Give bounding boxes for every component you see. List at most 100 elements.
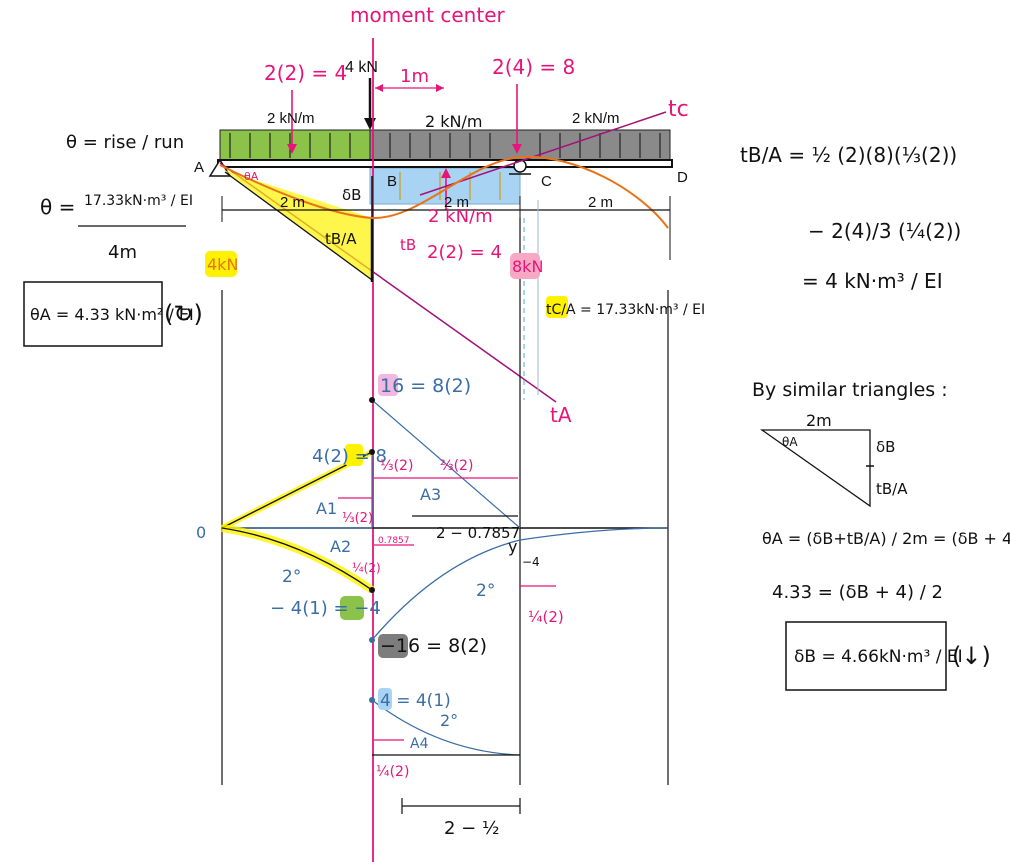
value-16-label: 16 = 8(2) <box>380 375 471 397</box>
tba-equation-line2: − 2(4)/3 (¼(2)) <box>808 219 961 243</box>
highlight-reaction-c <box>510 253 540 279</box>
span-bc-label: 2 m <box>444 194 469 211</box>
pink-point-left-label: 2(2) = 4 <box>264 61 347 85</box>
load-mid-label: 2 kN/m <box>425 112 482 131</box>
quarter-bottom-label: ¼(2) <box>376 764 409 780</box>
span-cd-label: 2 m <box>588 194 613 211</box>
reaction-a-label: 4kN <box>207 255 238 274</box>
highlight-minus4 <box>340 596 364 620</box>
highlight-4 <box>378 688 392 710</box>
ta-label: tA <box>550 403 572 427</box>
highlight-8 <box>345 444 363 466</box>
y-label: y <box>508 537 517 556</box>
zero-label: 0 <box>196 523 206 542</box>
label-a: A <box>194 159 204 176</box>
load-right-label: 2 kN/m <box>572 110 620 127</box>
point-minus16 <box>369 637 375 643</box>
curve-minus16 <box>371 527 669 641</box>
delta-b-direction: (↓) <box>952 642 991 670</box>
point-16 <box>369 397 375 403</box>
theta-a-result: θA = 4.33 kN·m² / EI <box>30 305 194 324</box>
quarter-small-label: ¼(2) <box>352 561 381 575</box>
value-8-label: 4(2) = 8 <box>312 446 387 467</box>
third-label: ⅓(2) <box>380 458 413 474</box>
two-minus-half-label: 2 − ½ <box>444 818 499 839</box>
rotation-direction: (↻) <box>164 300 203 328</box>
tca-label: tC/A = 17.33kN·m³ / EI <box>546 302 705 318</box>
tba-equation-line1: tB/A = ½ (2)(8)(⅓(2)) <box>740 143 957 167</box>
similar-equation-2: 4.33 = (δB + 4) / 2 <box>772 582 943 603</box>
similar-equation-1: θA = (δB+tB/A) / 2m = (δB + 4) / 2 <box>762 529 1010 548</box>
triangle-delta-b-label: δB <box>876 438 895 456</box>
second-degree-left: 2° <box>282 567 301 587</box>
label-d: D <box>677 169 688 186</box>
point-minus4 <box>369 587 375 593</box>
theta-prefix: θ = <box>40 195 75 219</box>
pink-point-right-label: 2(4) = 8 <box>492 55 575 79</box>
triangle-top-label: 2m <box>806 411 832 430</box>
theta-a-result-box <box>23 281 163 347</box>
second-degree-bottom: 2° <box>440 711 458 730</box>
moment-center-label: moment center <box>350 3 506 27</box>
A2-label: A2 <box>330 537 351 556</box>
upward-resultant-label: 2(2) = 4 <box>427 242 502 263</box>
upward-resultant-arrowhead <box>441 168 451 178</box>
label-c: C <box>541 173 552 190</box>
highlight-minus16 <box>378 634 408 658</box>
minus4-label: − 4(1) = −4 <box>270 598 381 619</box>
delta-b-result: δB = 4.66kN·m³ / EI <box>794 647 963 667</box>
tc-label: tc <box>668 97 689 122</box>
elastic-curve <box>219 155 669 229</box>
quarter-right-label: ¼(2) <box>528 608 564 626</box>
A2-curve <box>221 527 373 591</box>
A4-label: A4 <box>410 736 429 752</box>
highlight-16 <box>378 374 398 396</box>
dist-1m-label: 1m <box>400 66 429 87</box>
A3-hypotenuse <box>371 399 521 529</box>
two-thirds-label: ⅔(2) <box>440 458 473 474</box>
resultant-arrowhead-right <box>512 144 522 154</box>
point-load-arrowhead <box>364 118 376 130</box>
A1-label: A1 <box>316 499 337 518</box>
resultant-arrowhead-left <box>287 144 297 154</box>
point-4 <box>369 697 375 703</box>
minus4-right-label: −4 <box>522 555 540 569</box>
triangle-tba-label: tB/A <box>876 480 908 498</box>
delta-b-result-box <box>785 621 947 691</box>
theta-a-small-label: θA <box>244 170 259 183</box>
A1-arm-label: ⅓(2) <box>342 511 373 526</box>
minus16-label: −16 = 8(2) <box>380 635 487 657</box>
point-load-label: 4 kN <box>345 59 378 76</box>
load-arrows <box>229 133 661 158</box>
highlight-tca <box>546 296 568 318</box>
triangle-angle-label: θA <box>782 435 798 449</box>
A3-label: A3 <box>420 485 441 504</box>
theta-definition: θ = rise / run <box>66 132 184 153</box>
reaction-c-label: 8kN <box>512 257 543 276</box>
theta-calc-numerator: 17.33kN·m³ / EI <box>84 193 193 209</box>
span-ab-label: 2 m <box>280 194 305 211</box>
curve-A4 <box>371 699 521 756</box>
small-dist-label: 0.7857 <box>378 536 410 546</box>
second-degree-right: 2° <box>476 581 495 601</box>
tb-label: tB <box>400 236 416 254</box>
highlight-reaction-a <box>205 251 237 277</box>
dist-2-minus-label: 2 − 0.7857 <box>436 524 520 542</box>
yellow-tangent-band <box>224 171 373 281</box>
point-8 <box>369 449 375 455</box>
upward-load-label: 2 kN/m <box>428 206 493 227</box>
upward-load-arrows <box>399 172 501 200</box>
delta-b-label: δB <box>342 186 361 204</box>
dim-1m-arrowhead-left <box>375 84 383 92</box>
theta-calc-denominator: 4m <box>108 242 137 263</box>
label-b: B <box>387 173 397 190</box>
beam <box>217 159 673 168</box>
dim-1m-arrowhead-right <box>436 84 444 92</box>
tba-label: tB/A <box>325 230 357 248</box>
tba-equation-line3: = 4 kN·m³ / EI <box>802 269 943 293</box>
similar-triangle <box>759 429 871 508</box>
value-4-label: 4 = 4(1) <box>380 691 451 711</box>
load-left-label: 2 kN/m <box>267 110 315 127</box>
similar-triangles-heading: By similar triangles : <box>752 379 948 401</box>
